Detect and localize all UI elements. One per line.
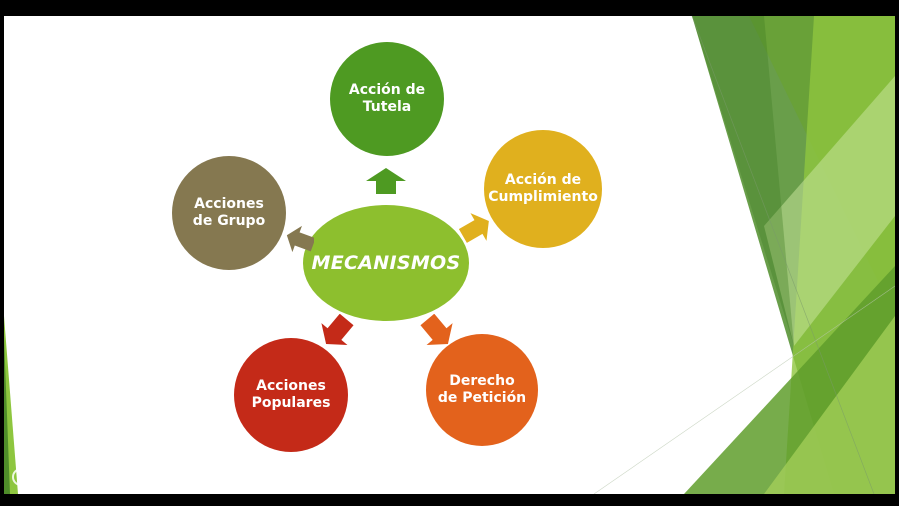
node-derecho-de-peticion: Derecho de Petición (426, 334, 538, 446)
node-label: Acciones de Grupo (192, 196, 266, 229)
arrow-to-grupo (286, 225, 314, 253)
center-label: MECANISMOS (311, 251, 461, 274)
node-label: Acciones Populares (251, 378, 331, 411)
node-accion-de-cumplimiento: Acción de Cumplimiento (484, 130, 602, 248)
arrow-up-to-tutela (366, 168, 406, 194)
arrow-to-peticion (420, 314, 453, 345)
presentation-slide: Acción de Tutela Acción de Cumplimiento … (4, 16, 895, 494)
prezi-watermark: Prezi (12, 466, 67, 488)
prezi-label: Prezi (33, 470, 67, 484)
node-label: Derecho de Petición (437, 373, 527, 406)
node-label: Acción de Tutela (348, 82, 426, 115)
arrow-to-populares (321, 314, 354, 345)
node-label: Acción de Cumplimiento (488, 172, 598, 205)
node-acciones-de-grupo: Acciones de Grupo (172, 156, 286, 270)
green-triangle-decoration (4, 16, 895, 494)
prezi-logo-icon (12, 468, 30, 486)
node-acciones-populares: Acciones Populares (234, 338, 348, 452)
node-accion-de-tutela: Acción de Tutela (330, 42, 444, 156)
center-node-mecanismos: MECANISMOS (303, 205, 469, 321)
arrow-to-cumplimiento (459, 213, 489, 243)
